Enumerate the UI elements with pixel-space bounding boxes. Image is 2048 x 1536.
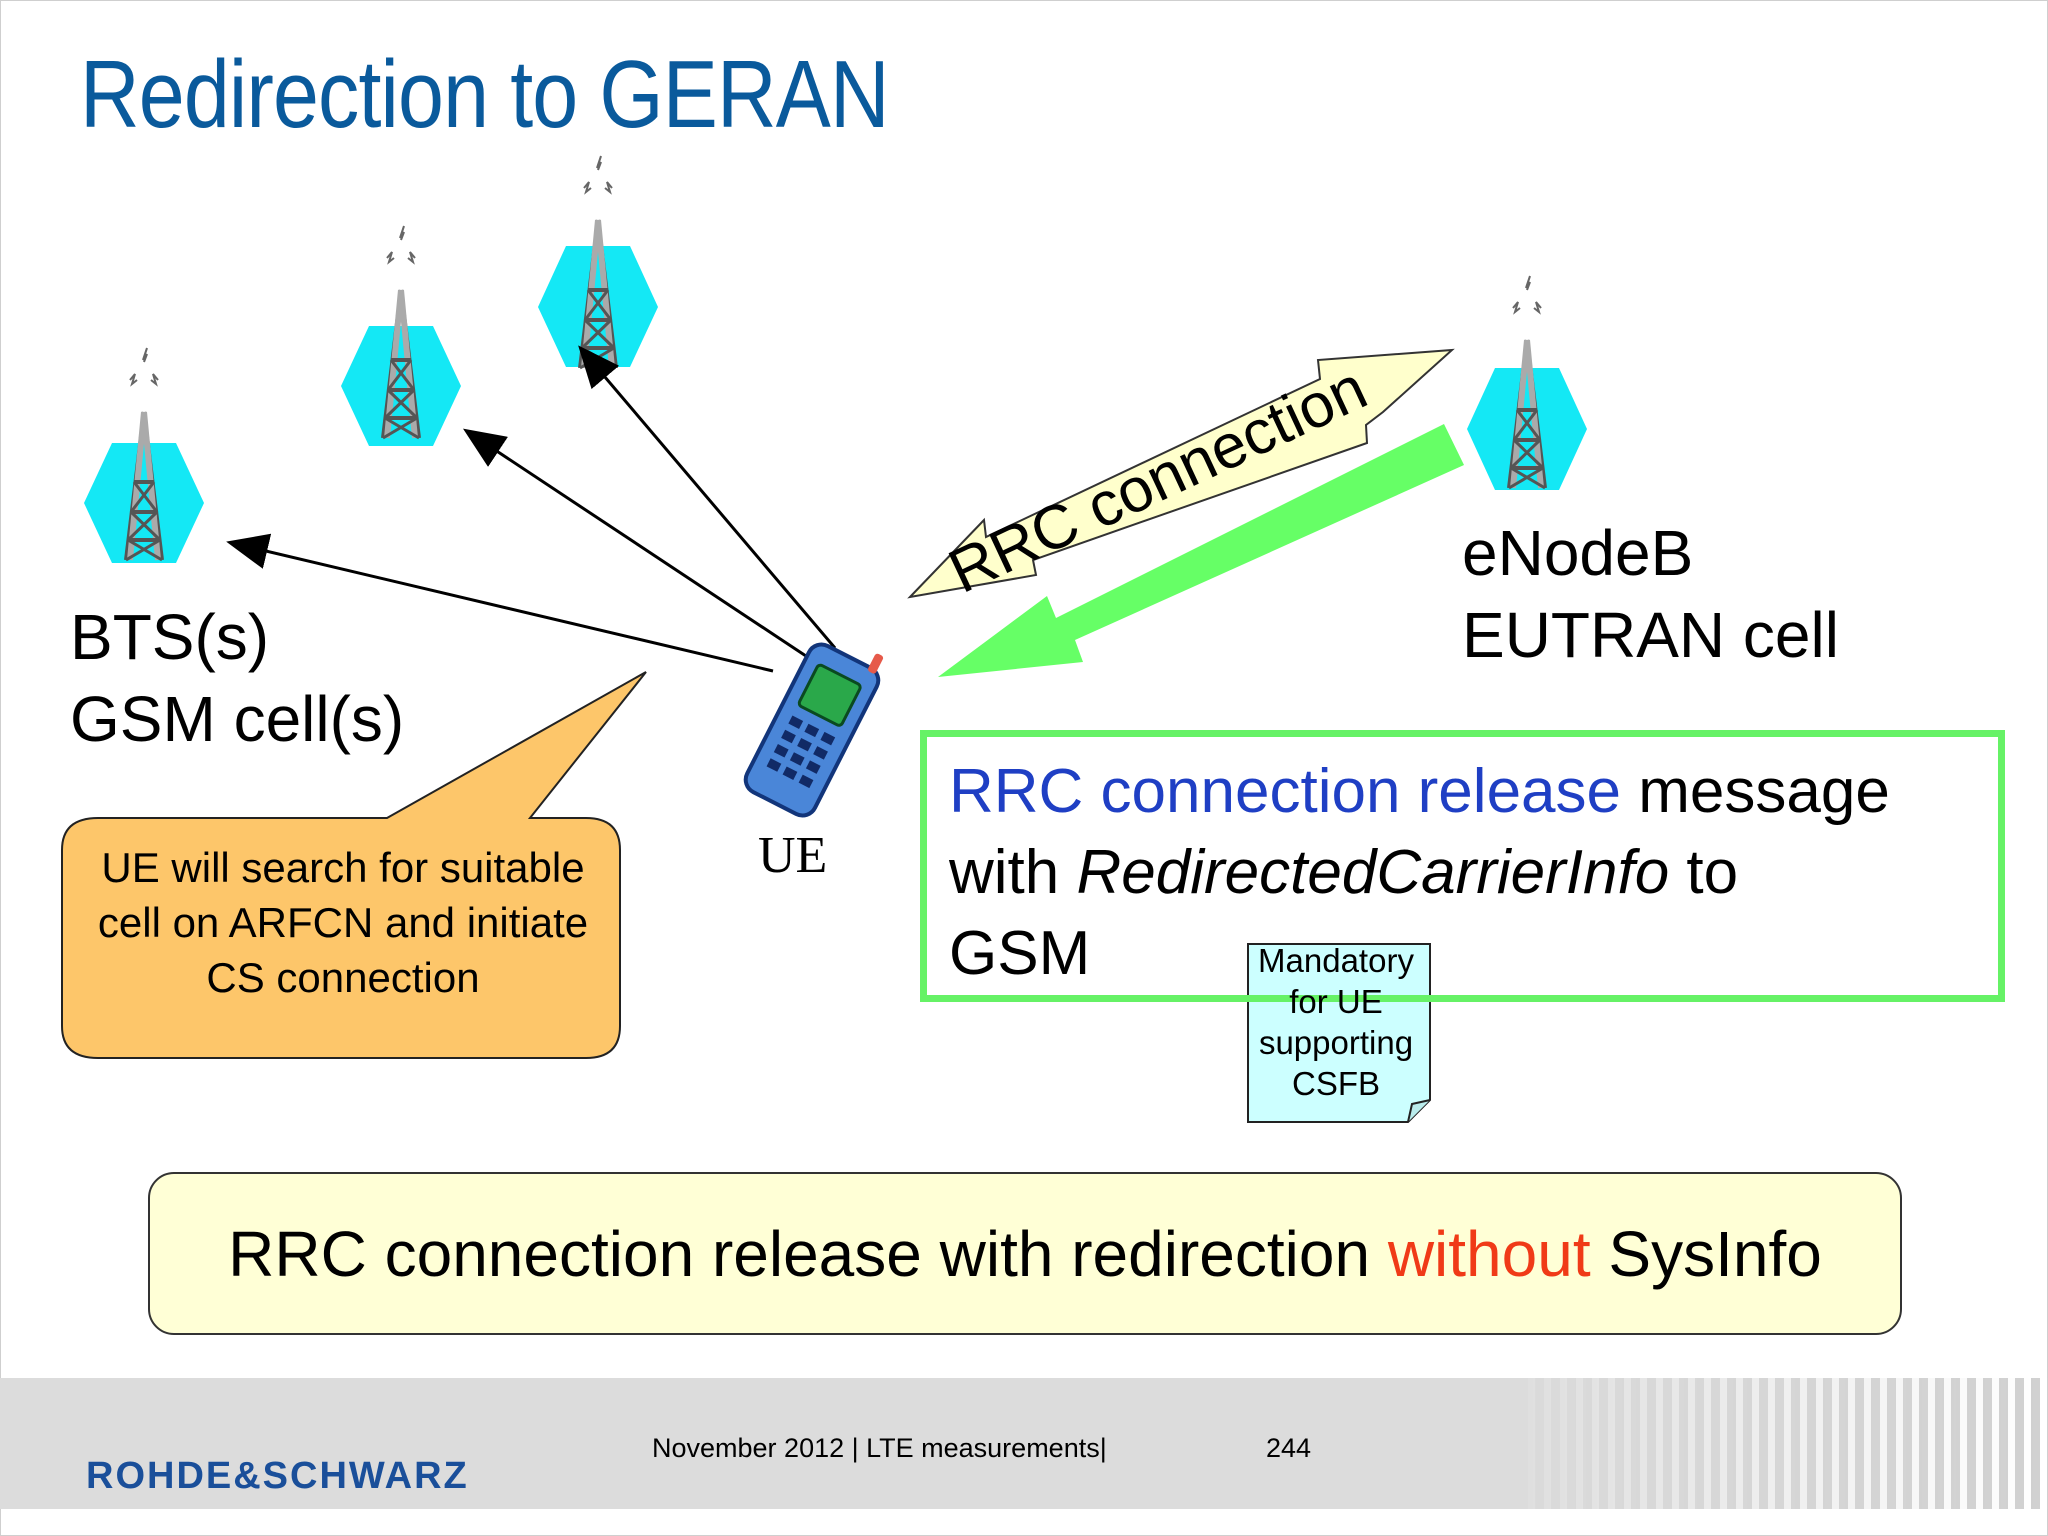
footer-info: November 2012 | LTE measurements|	[652, 1433, 1107, 1463]
page-number: 244	[1266, 1433, 1312, 1463]
msg-part6: GSM	[949, 919, 1091, 988]
enodeb-label-line1: eNodeB	[1462, 517, 1694, 589]
bts-cell-1	[84, 348, 204, 563]
cell-hexagon	[538, 246, 658, 367]
cell-hexagon	[341, 326, 461, 446]
search-arrow-2	[462, 428, 813, 662]
enodeb-label-line2: EUTRAN cell	[1462, 599, 1839, 671]
msg-part5: to	[1669, 838, 1739, 907]
release-arrow	[938, 424, 1464, 677]
release-message-box: RRC connection release message with Redi…	[920, 730, 2005, 1002]
footer-stripes	[1528, 1378, 2048, 1509]
bts-label-line2: GSM cell(s)	[70, 683, 405, 755]
msg-part2: message	[1621, 757, 1890, 826]
bts-label-line1: BTS(s)	[70, 601, 270, 673]
msg-highlight: RRC connection release	[949, 757, 1622, 826]
cell-hexagon	[1467, 368, 1587, 490]
bts-cell-2	[341, 226, 461, 446]
banner-pre: RRC connection release with redirection	[228, 1217, 1388, 1290]
brand-logo: ROHDE&SCHWARZ	[86, 1455, 469, 1497]
release-message-text: RRC connection release message with Redi…	[949, 751, 1890, 994]
slide-title: Redirection to GERAN	[80, 41, 890, 148]
search-arrow-1	[226, 533, 774, 673]
note-fold	[1407, 1099, 1431, 1123]
search-arrow-3	[578, 345, 837, 649]
enodeb-cell	[1467, 276, 1587, 490]
footer: ROHDE&SCHWARZ November 2012 | LTE measur…	[0, 1378, 2048, 1509]
banner-highlight: without	[1387, 1217, 1591, 1290]
note-text: Mandatory for UE supporting CSFB	[1258, 942, 1414, 1102]
cell-hexagon	[84, 443, 204, 563]
phone-icon	[743, 642, 884, 818]
enodeb-label: eNodeB EUTRAN cell	[1462, 512, 1839, 676]
bts-label: BTS(s) GSM cell(s)	[70, 596, 404, 760]
callout-bubble	[61, 671, 647, 1059]
bts-cell-3	[538, 156, 658, 368]
banner-text: RRC connection release with redirection …	[150, 1174, 1900, 1333]
banner-post: SysInfo	[1590, 1217, 1822, 1290]
summary-banner: RRC connection release with redirection …	[148, 1172, 1902, 1335]
rrc-connection-arrow	[907, 348, 1455, 599]
ue-label: UE	[758, 827, 828, 884]
callout-text: UE will search for suitable cell on ARFC…	[97, 844, 589, 1001]
msg-part3: with	[949, 838, 1077, 907]
msg-italic: RedirectedCarrierInfo	[1076, 838, 1670, 907]
